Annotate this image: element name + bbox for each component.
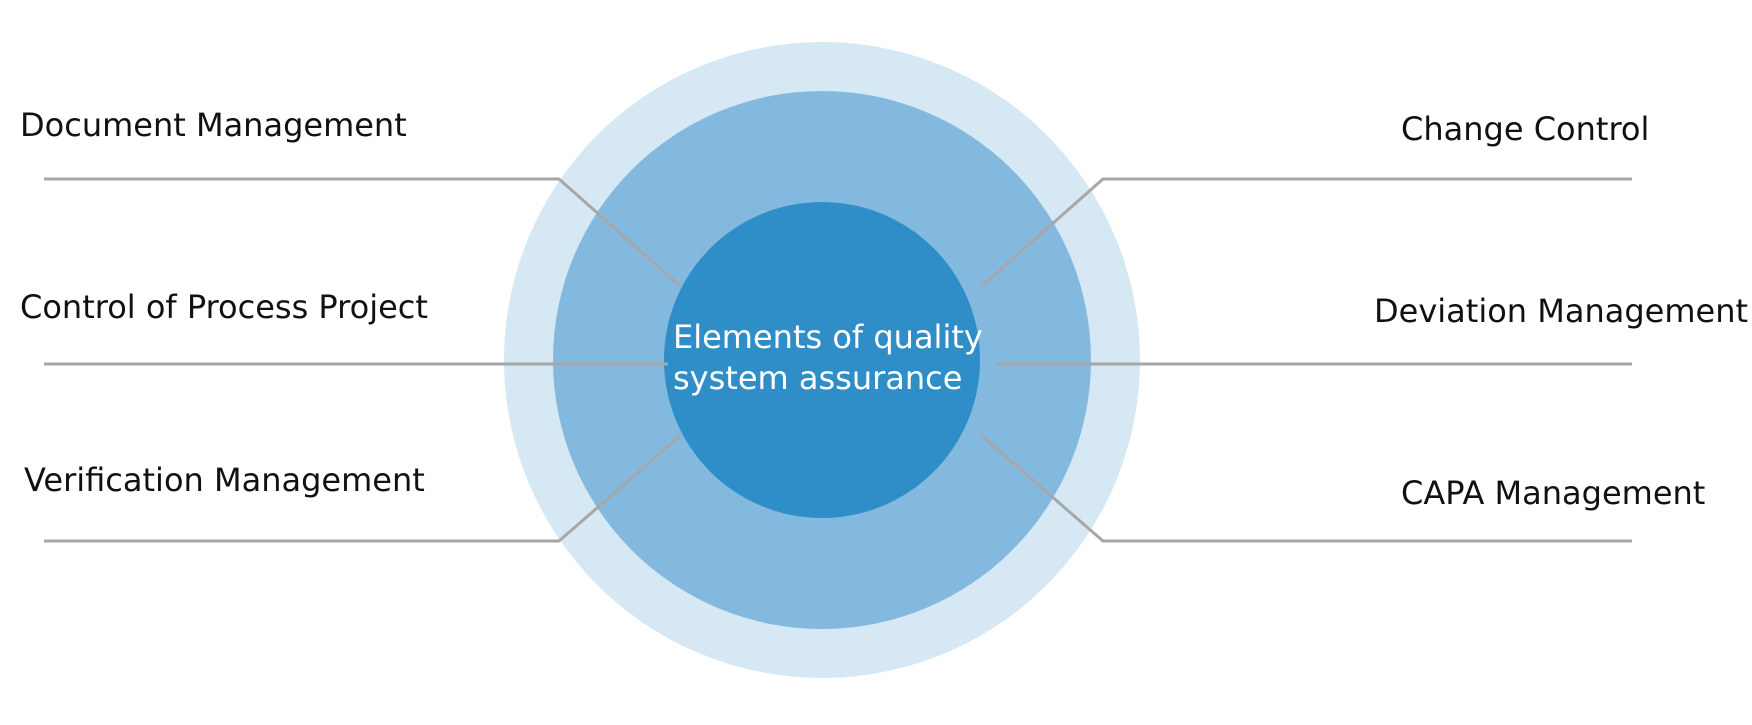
center-title-line-1: Elements of quality: [673, 318, 983, 356]
label-document-management: Document Management: [20, 106, 407, 144]
label-deviation-management: Deviation Management: [1374, 292, 1748, 330]
label-control-of-process-project: Control of Process Project: [20, 288, 428, 326]
center-title-line-2: system assurance: [673, 359, 962, 397]
connector-capa-management: [981, 434, 1632, 543]
label-verification-management: Verification Management: [24, 461, 425, 499]
connector-change-control: [981, 177, 1632, 288]
label-capa-management: CAPA Management: [1401, 474, 1705, 512]
connector-document-management: [44, 177, 681, 288]
inner-circle: [664, 202, 980, 518]
label-change-control: Change Control: [1401, 110, 1649, 148]
connector-verification-management: [44, 434, 681, 543]
